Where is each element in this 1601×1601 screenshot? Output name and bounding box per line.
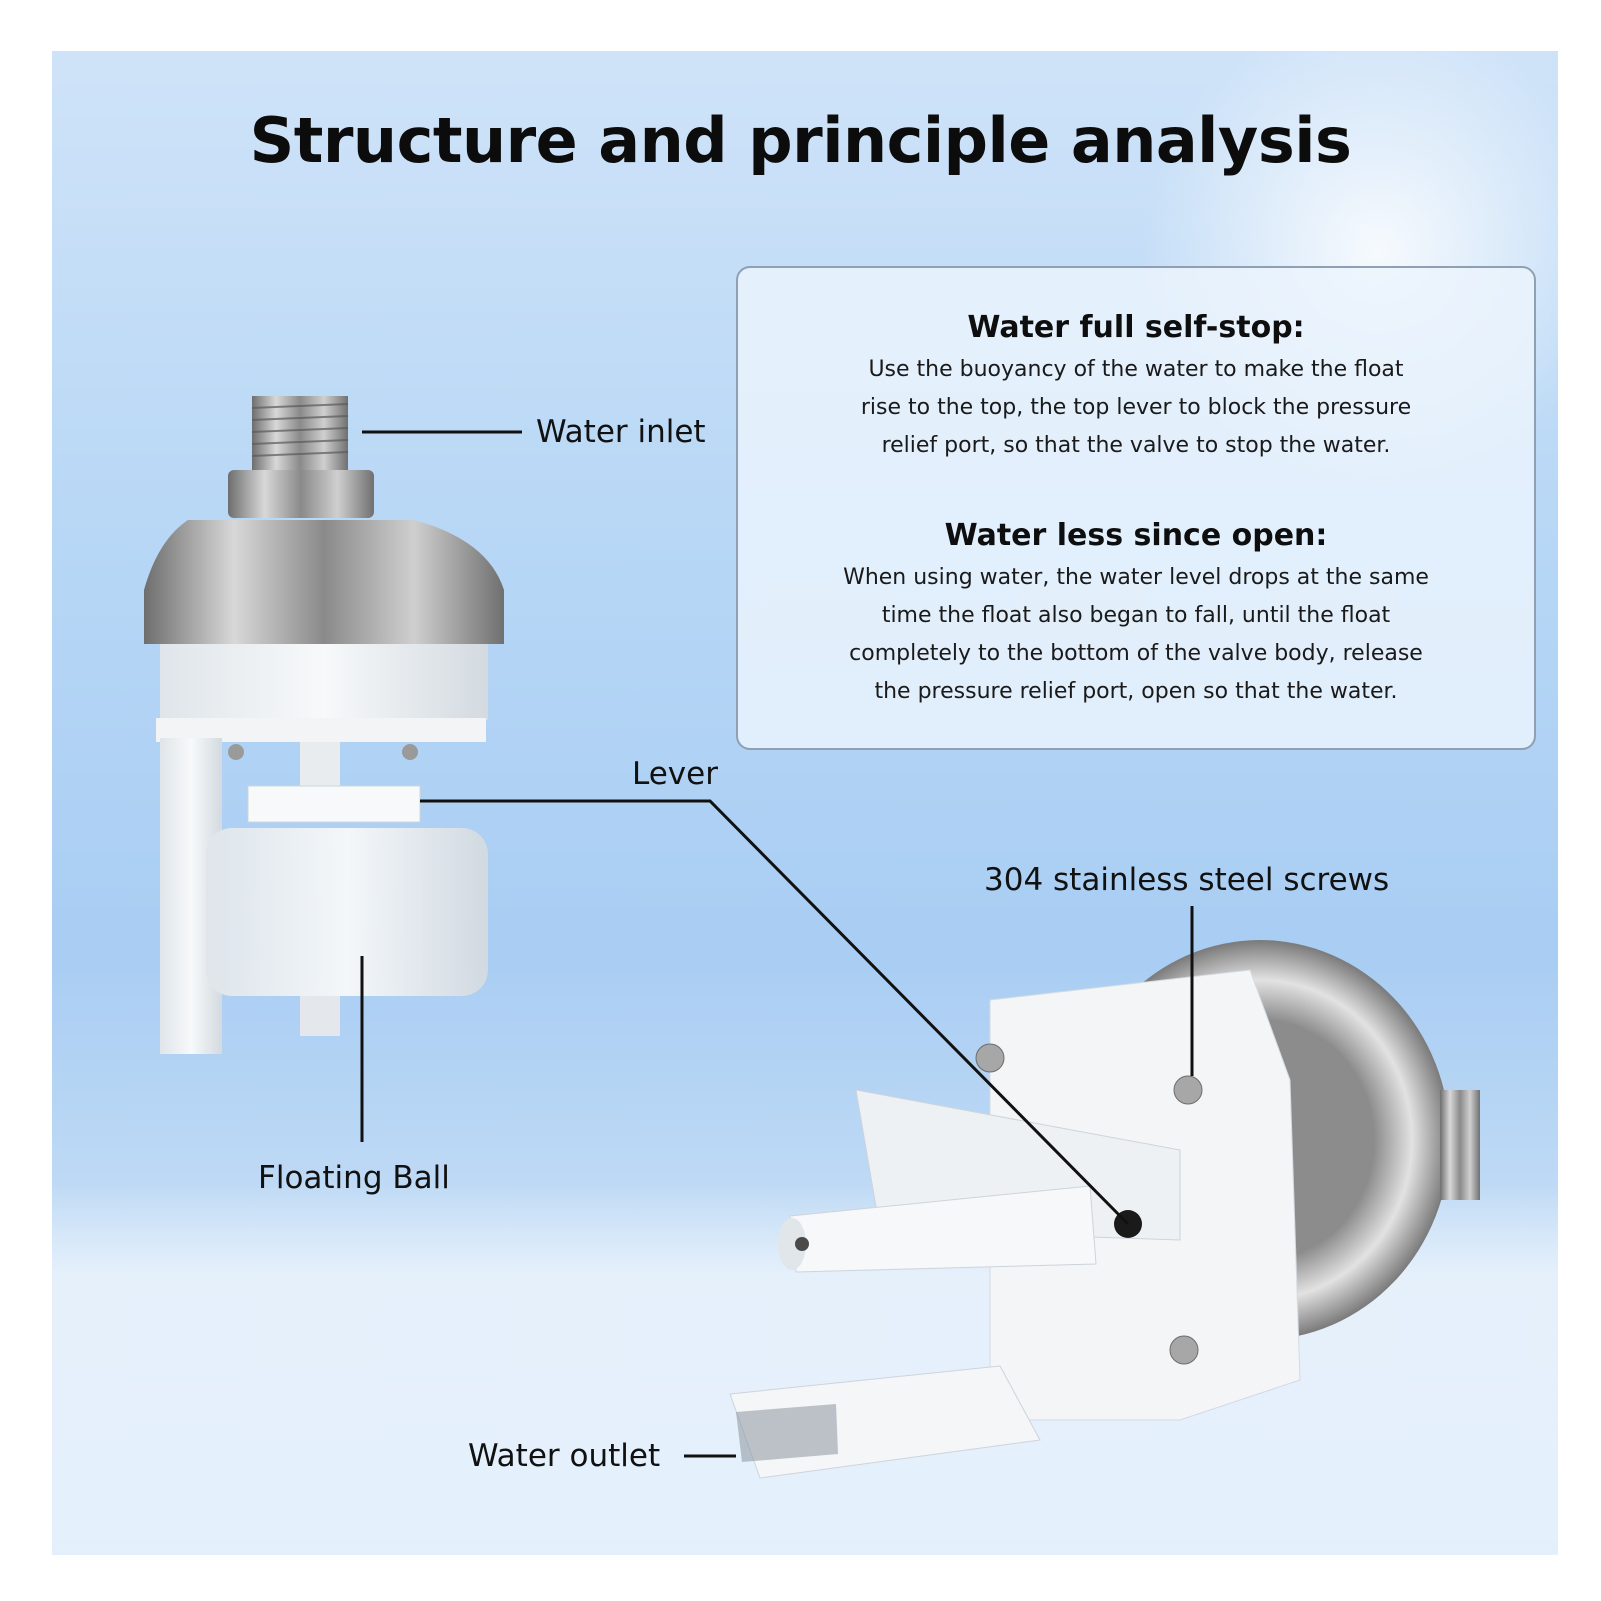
text-line: rise to the top, the top lever to block … (860, 395, 1412, 420)
arm-hole (795, 1237, 809, 1251)
label-floating-ball: Floating Ball (258, 1160, 450, 1196)
valve-body (160, 644, 488, 720)
screw (1169, 1335, 1199, 1365)
text-line: time the float also began to fall, until… (881, 603, 1391, 628)
screw (402, 744, 418, 760)
text-line: the pressure relief port, open so that t… (874, 679, 1398, 704)
label-lever: Lever (632, 756, 718, 792)
label-screws: 304 stainless steel screws (984, 862, 1390, 898)
right-valve (729, 940, 1480, 1479)
outlet-thread (1440, 1090, 1480, 1200)
full-stop-description: Use the buoyancy of the water to make th… (836, 351, 1436, 465)
outlet-opening (736, 1404, 838, 1462)
less-open-section: Water less since open: When using water,… (738, 518, 1534, 711)
arm-tip (778, 1218, 806, 1270)
text-line: Use the buoyancy of the water to make th… (868, 357, 1404, 382)
text-line: relief port, so that the valve to stop t… (881, 433, 1391, 458)
lever-arm (247, 785, 421, 823)
less-open-description: When using water, the water level drops … (816, 559, 1456, 711)
left-valve (144, 396, 504, 1054)
page-title: Structure and principle analysis (249, 104, 1352, 177)
full-stop-section: Water full self-stop: Use the buoyancy o… (738, 310, 1534, 465)
label-water-outlet: Water outlet (468, 1438, 661, 1474)
metal-cap (144, 520, 504, 644)
screw (228, 744, 244, 760)
text-line: When using water, the water level drops … (843, 565, 1429, 590)
text-line: completely to the bottom of the valve bo… (849, 641, 1423, 666)
screw (975, 1043, 1005, 1073)
full-stop-heading: Water full self-stop: (967, 310, 1305, 345)
label-water-inlet: Water inlet (536, 414, 706, 450)
less-open-heading: Water less since open: (944, 518, 1328, 553)
float-stem (300, 996, 340, 1036)
float (206, 828, 488, 996)
inlet-thread (252, 396, 348, 472)
lever-leader (420, 799, 1130, 1226)
hex-nut (228, 470, 374, 518)
leader-lines (360, 430, 1194, 1458)
thread-lines (251, 403, 349, 457)
screw (1173, 1075, 1203, 1105)
principle-info-box: Water full self-stop: Use the buoyancy o… (736, 266, 1536, 750)
